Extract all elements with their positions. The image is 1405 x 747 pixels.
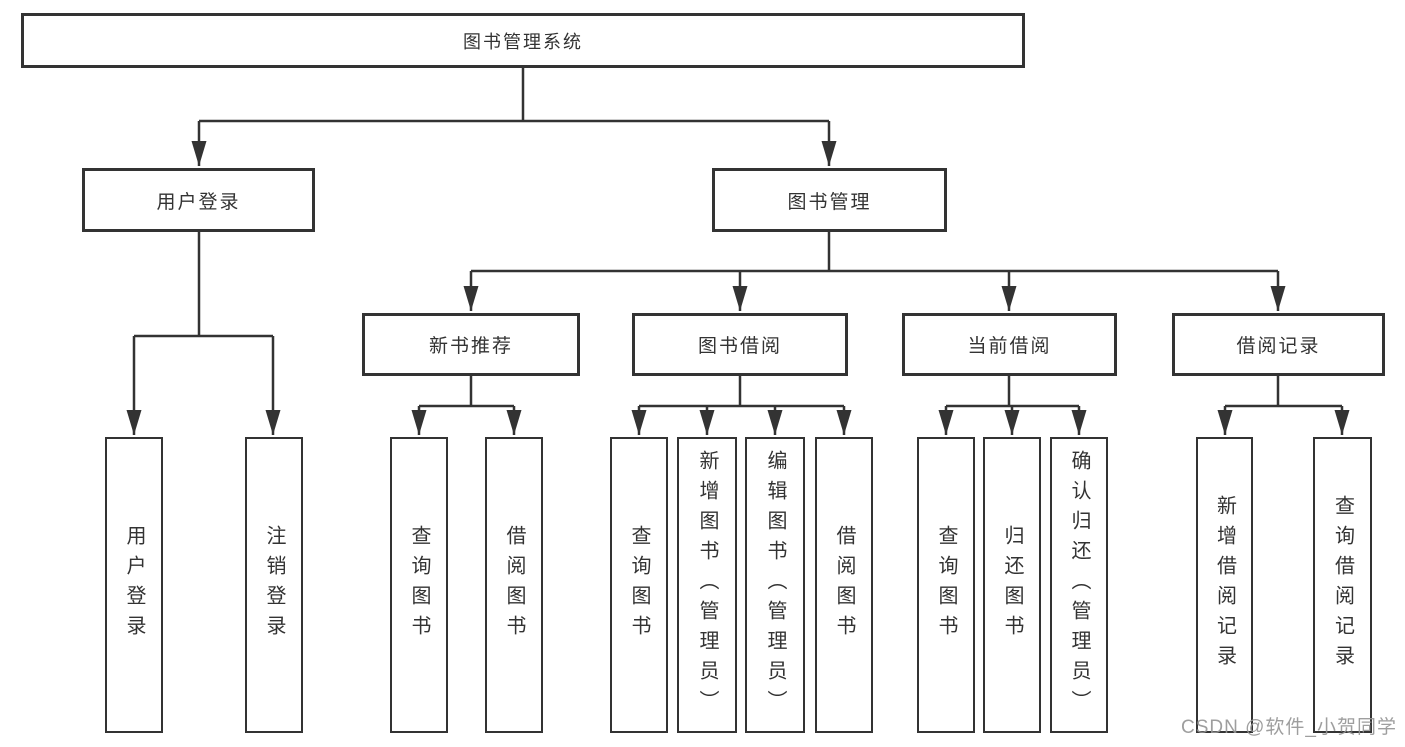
- node-new-book-recommendation: 新书推荐: [362, 313, 580, 376]
- node-label: 图书借阅: [697, 336, 782, 357]
- node-label: 查询图书: [628, 525, 650, 645]
- node-book-management: 图书管理: [712, 168, 947, 232]
- node-label: 新增图书（管理员）: [696, 450, 718, 720]
- leaf-query-books-recommend: 查询图书: [390, 437, 448, 733]
- node-label: 归还图书: [1001, 525, 1023, 645]
- leaf-add-books-admin: 新增图书（管理员）: [677, 437, 737, 733]
- node-root-system: 图书管理系统: [21, 13, 1025, 68]
- node-borrowing-records: 借阅记录: [1172, 313, 1385, 376]
- node-label: 用户登录: [156, 191, 241, 213]
- leaf-return-books: 归还图书: [983, 437, 1041, 733]
- leaf-query-borrow-record: 查询借阅记录: [1313, 437, 1372, 733]
- node-label: 当前借阅: [967, 336, 1052, 357]
- node-label: 新书推荐: [428, 336, 513, 357]
- node-label: 编辑图书（管理员）: [764, 450, 786, 720]
- node-label: 借阅图书: [833, 525, 855, 645]
- watermark: CSDN @软件_小贺同学: [1181, 717, 1397, 738]
- node-label: 用户登录: [123, 525, 145, 645]
- node-book-borrowing: 图书借阅: [632, 313, 848, 376]
- node-label: 借阅图书: [503, 525, 525, 645]
- node-label: 查询借阅记录: [1331, 495, 1354, 675]
- leaf-borrow-books-recommend: 借阅图书: [485, 437, 543, 733]
- node-label: 借阅记录: [1236, 336, 1321, 357]
- leaf-borrow-books: 借阅图书: [815, 437, 873, 733]
- node-user-login: 用户登录: [82, 168, 315, 232]
- node-label: 图书管理: [787, 191, 872, 213]
- node-label: 新增借阅记录: [1213, 495, 1236, 675]
- node-label: 确认归还（管理员）: [1068, 450, 1090, 720]
- leaf-logout: 注销登录: [245, 437, 303, 733]
- node-label: 查询图书: [935, 525, 957, 645]
- leaf-confirm-return-admin: 确认归还（管理员）: [1050, 437, 1108, 733]
- node-current-borrowing: 当前借阅: [902, 313, 1117, 376]
- leaf-query-books-current: 查询图书: [917, 437, 975, 733]
- leaf-edit-books-admin: 编辑图书（管理员）: [745, 437, 805, 733]
- leaf-query-books-borrow: 查询图书: [610, 437, 668, 733]
- node-label: 查询图书: [408, 525, 430, 645]
- node-label: 图书管理系统: [463, 31, 583, 52]
- leaf-add-borrow-record: 新增借阅记录: [1196, 437, 1253, 733]
- leaf-user-login: 用户登录: [105, 437, 163, 733]
- node-label: 注销登录: [263, 525, 285, 645]
